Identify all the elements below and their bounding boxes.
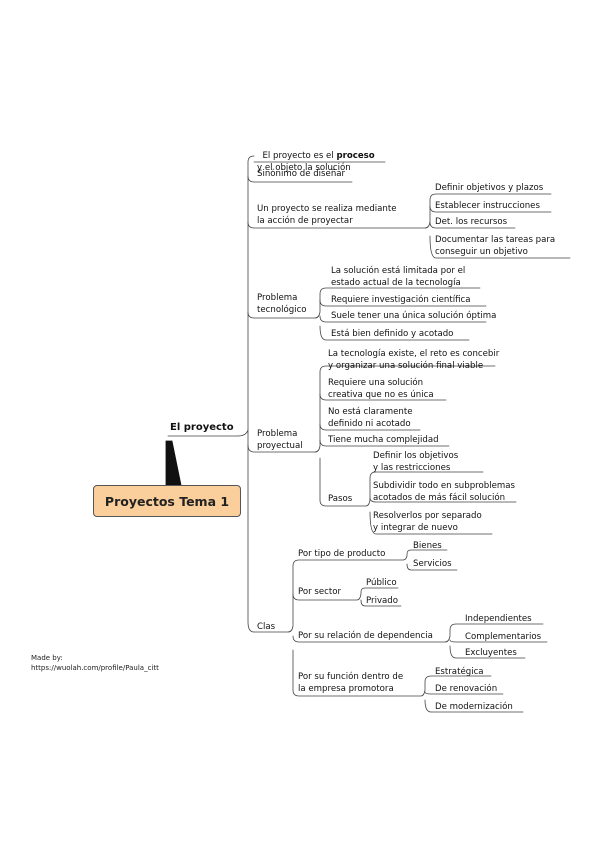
node-proceso[interactable]: El proyecto es el proceso y el objeto la … — [257, 138, 375, 174]
node-sector[interactable]: Por sector — [298, 587, 342, 597]
node-independientes[interactable]: Independientes — [465, 614, 532, 624]
node-funcion[interactable]: Por su función dentro de la empresa prom… — [298, 672, 404, 694]
node-publico[interactable]: Público — [366, 578, 397, 588]
node-creativa[interactable]: Requiere una solución creativa que no es… — [328, 378, 434, 400]
credit-note: Made by: https://wuolah.com/profile/Paul… — [31, 653, 159, 673]
node-pasos[interactable]: Pasos — [328, 494, 353, 504]
node-mediante[interactable]: Un proyecto se realiza mediante la acció… — [257, 204, 397, 226]
node-resolverlos[interactable]: Resolverlos por separado y integrar de n… — [373, 511, 482, 533]
node-instrucciones[interactable]: Establecer instrucciones — [435, 201, 540, 211]
node-documentar[interactable]: Documentar las tareas para conseguir un … — [435, 235, 556, 257]
node-dependencia[interactable]: Por su relación de dependencia — [298, 631, 433, 641]
node-bienes[interactable]: Bienes — [413, 541, 442, 551]
node-sinonimo[interactable]: Sinónimo de diseñar — [257, 169, 346, 179]
node-recursos[interactable]: Det. los recursos — [435, 217, 508, 227]
node-proceso-line2: y el objeto la solución — [257, 163, 351, 173]
node-modernizacion[interactable]: De modernización — [435, 702, 513, 712]
credit-line-2: https://wuolah.com/profile/Paula_citt — [31, 664, 159, 672]
node-objetivos-plazos[interactable]: Definir objetivos y plazos — [435, 183, 544, 193]
node-no-acotado[interactable]: No está claramente definido ni acotado — [328, 407, 413, 429]
node-excluyentes[interactable]: Excluyentes — [465, 648, 517, 658]
main-topic-el-proyecto[interactable]: El proyecto — [170, 422, 234, 433]
node-servicios[interactable]: Servicios — [413, 559, 452, 569]
node-proceso-pre: El proyecto es el — [262, 151, 337, 161]
node-complementarios[interactable]: Complementarios — [465, 632, 542, 642]
node-subdividir[interactable]: Subdividir todo en subproblemas acotados… — [373, 481, 515, 503]
node-investigacion[interactable]: Requiere investigación científica — [331, 295, 471, 305]
node-definido[interactable]: Está bien definido y acotado — [331, 329, 454, 339]
node-problema-proyectual[interactable]: Problema proyectual — [257, 429, 303, 451]
node-limitada[interactable]: La solución está limitada por el estado … — [331, 266, 466, 288]
node-clas[interactable]: Clas — [257, 622, 276, 632]
node-privado[interactable]: Privado — [366, 596, 399, 606]
central-topic[interactable]: Proyectos Tema 1 — [93, 485, 241, 517]
node-tecnologia-existe[interactable]: La tecnología existe, el reto es concebi… — [328, 349, 500, 371]
node-complejidad[interactable]: Tiene mucha complejidad — [328, 435, 439, 445]
credit-line-1: Made by: — [31, 654, 63, 662]
node-restricciones[interactable]: Definir los objetivos y las restriccione… — [373, 451, 459, 473]
node-unica-optima[interactable]: Suele tener una única solución óptima — [331, 311, 497, 321]
node-estrategica[interactable]: Estratégica — [435, 667, 484, 677]
node-renovacion[interactable]: De renovación — [435, 684, 498, 694]
node-tipo-producto[interactable]: Por tipo de producto — [298, 549, 386, 559]
node-proceso-bold: proceso — [336, 151, 375, 161]
node-problema-tecnologico[interactable]: Problema tecnológico — [257, 293, 307, 315]
